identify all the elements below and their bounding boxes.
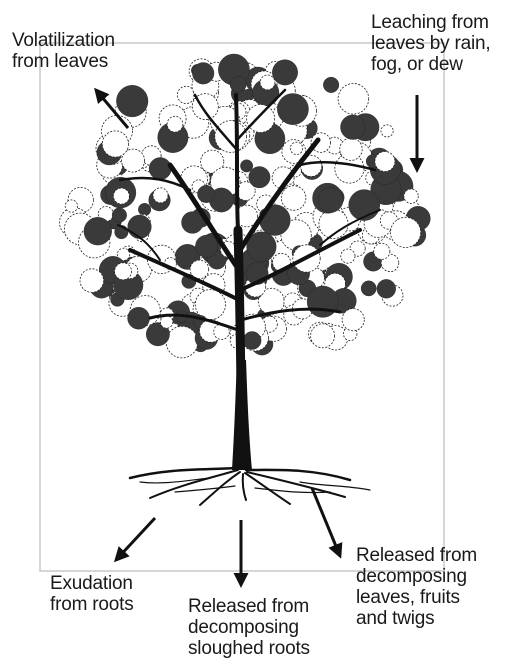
foliage-blob — [375, 152, 395, 172]
tree-canopy — [60, 54, 431, 358]
label-exudation: Exudation from roots — [50, 573, 134, 615]
foliage-blob — [341, 115, 366, 140]
foliage-blob — [138, 203, 151, 216]
foliage-blob — [128, 307, 150, 329]
label-line: fog, or dew — [371, 54, 491, 75]
foliage-blob — [247, 105, 275, 133]
label-line: Volatilization — [12, 30, 115, 51]
foliage-blob — [340, 138, 362, 160]
foliage-blob — [318, 188, 343, 213]
foliage-blob — [115, 263, 132, 280]
foliage-blob — [307, 286, 338, 317]
foliage-blob — [243, 332, 261, 350]
label-line: decomposing — [356, 566, 477, 587]
foliage-blob — [323, 77, 339, 93]
label-line: from roots — [50, 594, 134, 615]
foliage-blob — [84, 217, 112, 245]
foliage-blob — [192, 63, 214, 85]
foliage-blob — [260, 75, 275, 90]
label-line: leaves by rain, — [371, 33, 491, 54]
label-line: leaves, fruits — [356, 587, 477, 608]
foliage-blob — [290, 142, 302, 154]
label-line: Released from — [356, 545, 477, 566]
foliage-blob — [230, 76, 246, 92]
foliage-blob — [272, 60, 297, 85]
foliage-blob — [277, 94, 308, 125]
foliage-blob — [149, 158, 171, 180]
foliage-blob — [128, 215, 152, 239]
tree-roots — [130, 468, 370, 505]
arrow-exudation — [116, 518, 155, 560]
foliage-blob — [240, 160, 252, 172]
tree-trunk — [232, 360, 252, 470]
foliage-blob — [102, 131, 128, 157]
foliage-blob — [160, 316, 172, 328]
label-leaching: Leaching from leaves by rain, fog, or de… — [371, 12, 491, 75]
arrow-litter — [312, 488, 340, 556]
label-line: from leaves — [12, 51, 115, 72]
foliage-blob — [112, 208, 127, 223]
label-line: decomposing — [188, 617, 310, 638]
foliage-blob — [391, 217, 421, 247]
foliage-blob — [361, 281, 376, 296]
foliage-blob — [80, 269, 104, 293]
foliage-blob — [65, 200, 77, 212]
label-line: sloughed roots — [188, 638, 310, 659]
label-line: Leaching from — [371, 12, 491, 33]
foliage-blob — [338, 84, 369, 115]
foliage-blob — [195, 235, 217, 257]
foliage-blob — [116, 85, 148, 117]
label-line: Released from — [188, 596, 310, 617]
foliage-blob — [166, 326, 198, 358]
foliage-blob — [249, 167, 270, 188]
foliage-blob — [341, 249, 355, 263]
foliage-blob — [374, 243, 390, 259]
label-volatilization: Volatilization from leaves — [12, 30, 115, 72]
label-line: Exudation — [50, 573, 134, 594]
foliage-blob — [381, 125, 393, 137]
foliage-blob — [281, 186, 306, 211]
foliage-blob — [342, 309, 364, 331]
foliage-blob — [113, 188, 129, 204]
foliage-blob — [153, 188, 168, 203]
foliage-blob — [198, 185, 215, 202]
label-sloughed-roots: Released from decomposing sloughed roots — [188, 596, 310, 659]
foliage-blob — [404, 189, 418, 203]
foliage-blob — [311, 324, 335, 348]
label-line: and twigs — [356, 608, 477, 629]
label-litter-decomposition: Released from decomposing leaves, fruits… — [356, 545, 477, 629]
foliage-blob — [167, 116, 183, 132]
foliage-blob — [182, 212, 204, 234]
foliage-blob — [377, 279, 396, 298]
